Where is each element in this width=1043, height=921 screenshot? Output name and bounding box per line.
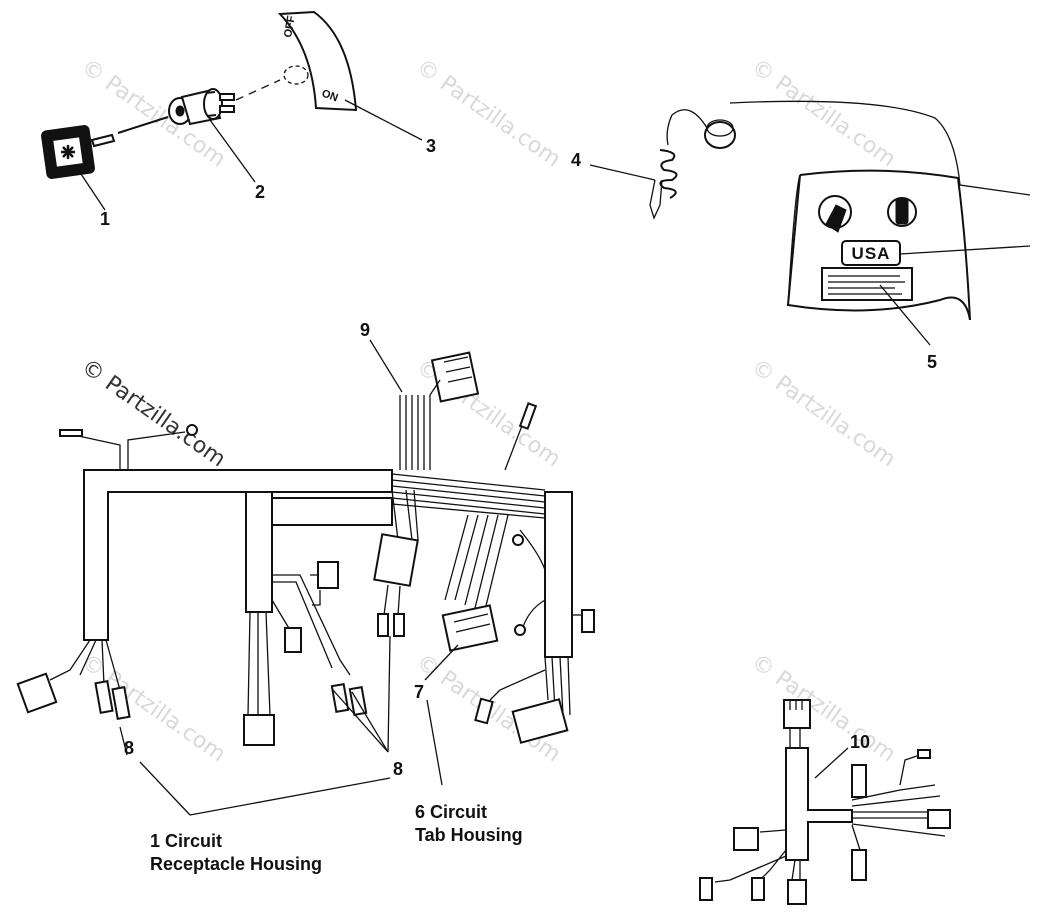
watermark-6: © Partzilla.com	[747, 354, 900, 472]
callout-4: 4	[571, 150, 581, 170]
callout-10: 10	[850, 732, 870, 752]
ignition-switch-part	[168, 79, 281, 126]
tether-cord-part	[649, 109, 736, 220]
usa-badge: USA	[852, 244, 891, 263]
callout-2: 2	[255, 182, 265, 202]
tab-caption-line1: 6 Circuit	[415, 802, 487, 822]
sub-harness-part	[699, 699, 951, 905]
callout-1: 1	[100, 209, 110, 229]
callout-8-left: 8	[124, 738, 134, 758]
watermarks: © Partzilla.com © Partzilla.com © Partzi…	[77, 54, 900, 767]
tab-caption-line2: Tab Housing	[415, 825, 523, 845]
leader-lines	[74, 99, 931, 816]
callout-3: 3	[426, 136, 436, 156]
receptacle-caption-line2: Receptacle Housing	[150, 854, 322, 874]
watermark-3: © Partzilla.com	[747, 54, 900, 172]
on-label: ON	[320, 88, 340, 105]
callout-5: 5	[927, 352, 937, 372]
dash-console-part: USA	[729, 100, 1031, 321]
callouts: 1 2 3 4 5 9 7 8 8 10	[100, 136, 937, 779]
captions: 1 Circuit Receptacle Housing 6 Circuit T…	[150, 802, 523, 874]
callout-8-right: 8	[393, 759, 403, 779]
callout-9: 9	[360, 320, 370, 340]
off-label: OFF	[282, 15, 298, 39]
watermark-9: © Partzilla.com	[747, 649, 900, 767]
receptacle-caption-line1: 1 Circuit	[150, 831, 222, 851]
callout-7: 7	[414, 682, 424, 702]
watermark-4: © Partzilla.com	[77, 354, 230, 472]
key-part	[41, 116, 169, 179]
switch-plate-part: OFF ON	[277, 10, 358, 112]
